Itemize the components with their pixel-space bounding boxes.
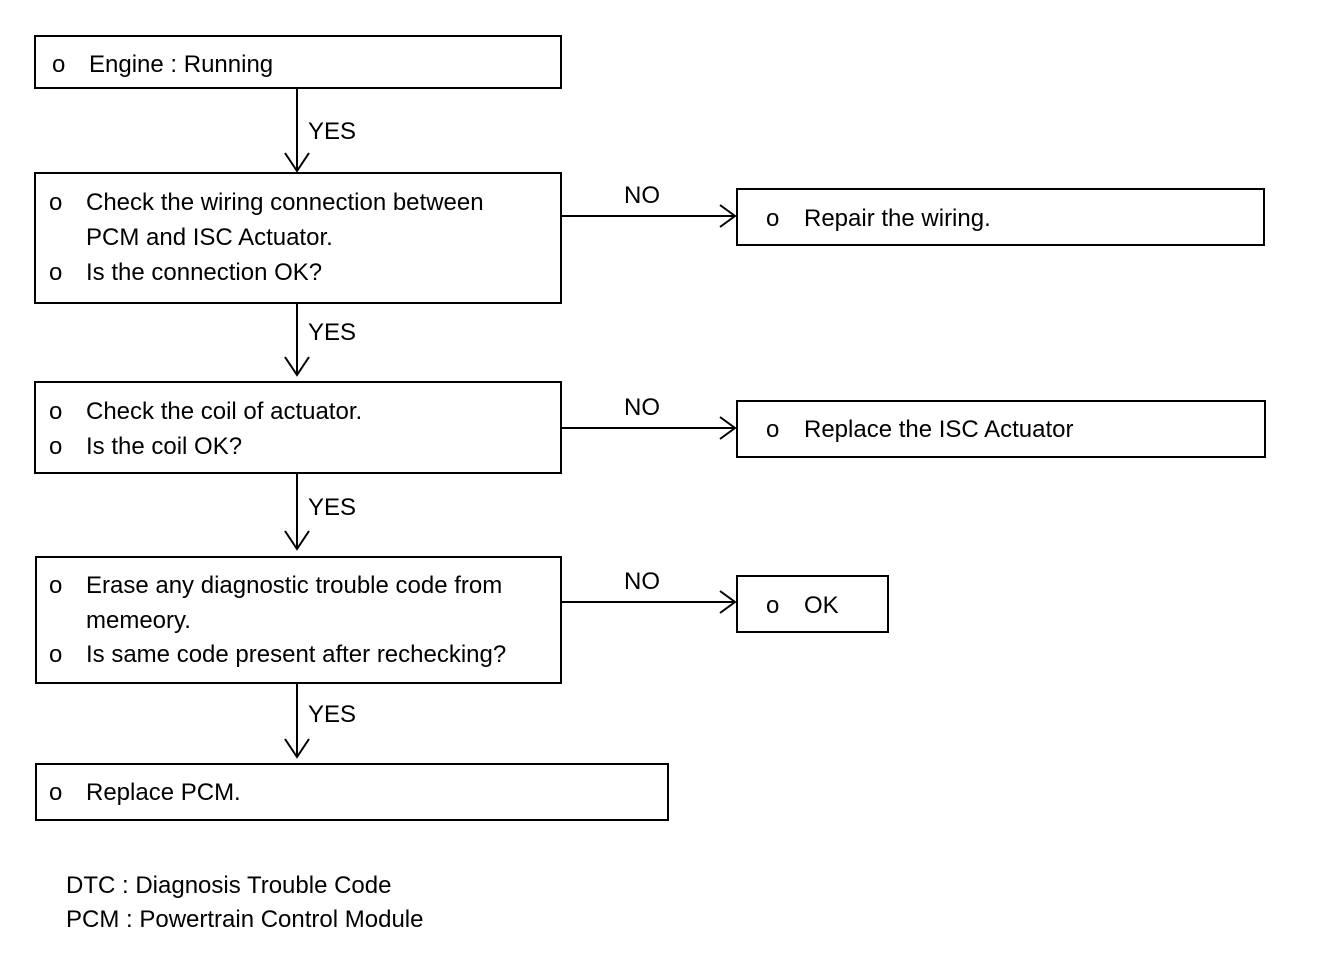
bullet-marker: o xyxy=(49,779,63,806)
yes-arrowhead-1 xyxy=(284,152,310,173)
repair-wiring-box: o Repair the wiring. xyxy=(736,188,1265,246)
no-label: NO xyxy=(624,568,660,595)
wiring-check-line-1: Check the wiring connection between xyxy=(86,189,484,216)
no-label: NO xyxy=(624,182,660,209)
replace-pcm-box: o Replace PCM. xyxy=(35,763,669,821)
yes-label: YES xyxy=(308,494,357,521)
bullet-marker: o xyxy=(49,259,63,286)
wiring-check-box: o Check the wiring connection between PC… xyxy=(34,172,562,304)
legend-pcm: PCM : Powertrain Control Module xyxy=(66,906,424,933)
engine-running-text: Engine : Running xyxy=(89,51,274,78)
no-arrowhead-2 xyxy=(719,416,737,440)
yes-label: YES xyxy=(308,118,357,145)
coil-question: Is the coil OK? xyxy=(86,433,243,460)
bullet-marker: o xyxy=(49,641,63,668)
engine-running-box: o Engine : Running xyxy=(34,35,562,89)
bullet-marker: o xyxy=(766,592,780,619)
erase-dtc-box: o Erase any diagnostic trouble code from… xyxy=(35,556,562,684)
bullet-marker: o xyxy=(49,572,63,599)
bullet-marker: o xyxy=(766,205,780,232)
no-arrowhead-1 xyxy=(719,204,737,228)
yes-arrowhead-2 xyxy=(284,356,310,377)
no-arrowhead-3 xyxy=(719,590,737,614)
replace-pcm-text: Replace PCM. xyxy=(86,779,241,806)
ok-text: OK xyxy=(804,592,839,619)
erase-dtc-question: Is same code present after rechecking? xyxy=(86,641,507,668)
bullet-marker: o xyxy=(52,51,66,78)
repair-wiring-text: Repair the wiring. xyxy=(804,205,991,232)
replace-isc-text: Replace the ISC Actuator xyxy=(804,416,1074,443)
yes-arrowhead-3 xyxy=(284,530,310,551)
replace-isc-box: o Replace the ISC Actuator xyxy=(736,400,1266,458)
coil-check-box: o Check the coil of actuator. o Is the c… xyxy=(34,381,562,474)
bullet-marker: o xyxy=(49,433,63,460)
yes-label: YES xyxy=(308,319,357,346)
erase-dtc-line-1: Erase any diagnostic trouble code from xyxy=(86,572,503,599)
no-label: NO xyxy=(624,394,660,421)
ok-box: o OK xyxy=(736,575,889,633)
wiring-check-line-2: PCM and ISC Actuator. xyxy=(86,224,333,251)
bullet-marker: o xyxy=(766,416,780,443)
coil-check-text: Check the coil of actuator. xyxy=(86,398,363,425)
wiring-question: Is the connection OK? xyxy=(86,259,323,286)
bullet-marker: o xyxy=(49,189,63,216)
erase-dtc-line-2: memeory. xyxy=(86,607,191,634)
legend-dtc: DTC : Diagnosis Trouble Code xyxy=(66,872,392,899)
bullet-marker: o xyxy=(49,398,63,425)
yes-arrowhead-4 xyxy=(284,738,310,759)
yes-label: YES xyxy=(308,701,357,728)
